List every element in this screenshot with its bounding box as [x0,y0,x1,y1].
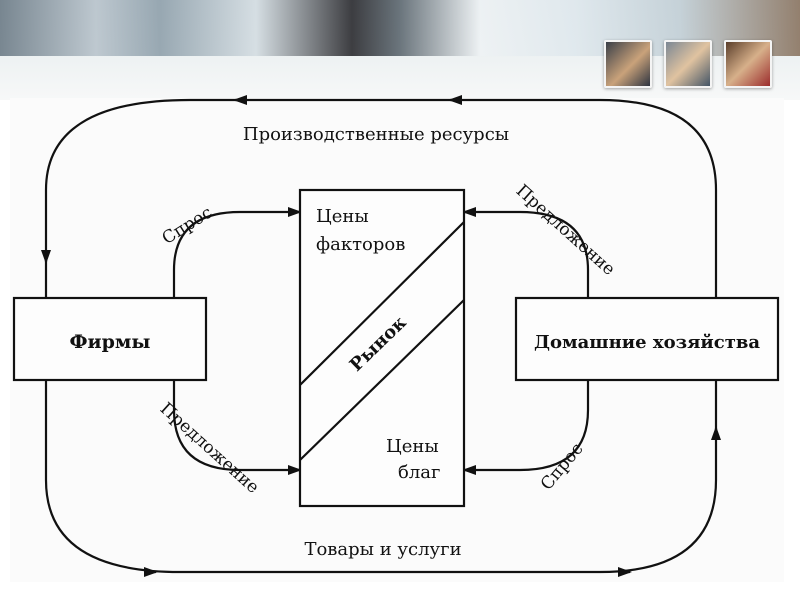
factor-prices-line2: факторов [316,234,405,255]
thumbnail-photo-3 [724,40,772,88]
goods-flow-line [44,380,718,574]
goods-prices-line2: благ [398,462,440,483]
thumbnail-photo-1 [604,40,652,88]
firms-demand-label: Спрос [159,203,216,249]
households-supply-label: Предложение [512,181,619,280]
households-demand-flow [462,380,590,475]
resources-flow-line [44,98,718,298]
firms-supply-flow [172,380,302,475]
households-box [514,296,780,382]
market-divider-lower [299,299,465,461]
header-band [0,0,800,100]
firms-label: Фирмы [70,331,151,353]
firms-box [12,296,208,382]
goods-prices-line1: Цены [386,436,439,457]
firms-demand-flow [172,207,302,298]
factor-prices-line1: Цены [316,206,369,227]
households-supply-flow [462,207,590,298]
market-box [298,188,466,508]
resources-flow-label: Производственные ресурсы [243,124,509,145]
thumbnail-photo-2 [664,40,712,88]
goods-flow-label: Товары и услуги [304,539,461,560]
market-divider-upper [299,221,465,386]
firms-supply-label: Предложение [156,399,263,498]
households-label: Домашние хозяйства [534,332,760,353]
